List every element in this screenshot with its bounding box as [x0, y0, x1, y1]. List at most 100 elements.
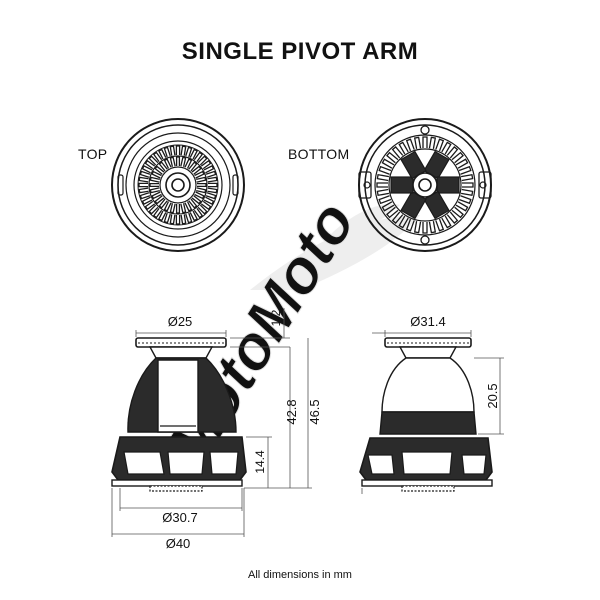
gear-tooth	[441, 141, 452, 155]
gear-tooth	[376, 188, 390, 197]
gear-tooth	[422, 222, 428, 234]
gear-tooth	[154, 165, 165, 175]
watermark-text: MotoMoto	[153, 190, 368, 478]
gear-tooth	[148, 155, 159, 166]
gear-tooth	[180, 203, 187, 214]
top-ring-3	[125, 132, 231, 238]
top-notch-right	[232, 174, 239, 196]
gear-tooth	[180, 156, 187, 167]
gear-tooth	[149, 182, 159, 188]
gear-tooth	[413, 136, 422, 150]
gear-tooth	[378, 165, 392, 175]
left-base-cutout-1	[123, 451, 165, 475]
gear-tooth	[149, 187, 160, 194]
gear-tooth	[460, 173, 474, 182]
gear-tooth	[158, 161, 168, 172]
right-side-view	[359, 337, 493, 492]
gear-tooth	[398, 141, 409, 155]
gear-tooth	[381, 201, 395, 212]
gear-tooth	[191, 195, 202, 205]
gear-tooth	[451, 206, 464, 219]
gear-tooth	[169, 145, 176, 156]
dim-base-height: 14.4	[253, 450, 267, 474]
gear-tooth	[422, 136, 428, 148]
gear-tooth	[455, 158, 469, 169]
bottom-screw-left	[363, 181, 371, 189]
gear-tooth	[460, 188, 474, 197]
top-ring-7	[159, 166, 197, 204]
gear-tooth	[378, 195, 392, 205]
dim-total-height-inner: 42.8	[284, 399, 299, 424]
top-outer-ring	[111, 118, 245, 252]
gear-tooth	[376, 173, 390, 182]
gear-tooth	[428, 220, 437, 234]
gear-tooth	[163, 201, 172, 212]
left-top-plate	[135, 337, 227, 348]
bottom-ring-2	[364, 124, 486, 246]
dim-top-diameter: Ø25	[168, 314, 193, 329]
gear-tooth	[381, 158, 395, 169]
gear-tooth	[184, 158, 193, 169]
gear-tooth	[154, 195, 165, 205]
gear-tooth	[163, 212, 171, 224]
gear-tooth	[386, 206, 399, 219]
gear-tooth	[386, 151, 399, 164]
gear-tooth	[175, 204, 181, 214]
gear-tooth	[152, 151, 163, 163]
right-dome-top	[381, 357, 475, 413]
bottom-screw-bottom	[420, 235, 430, 245]
bottom-gear	[376, 136, 474, 234]
dim-base-diameter: Ø40	[166, 536, 191, 551]
gear-tooth	[141, 196, 153, 206]
bottom-center-hole	[418, 178, 432, 192]
left-neck	[148, 346, 214, 359]
gear-tooth	[163, 158, 172, 169]
left-base-rim	[111, 479, 243, 487]
gear-tooth	[138, 182, 148, 188]
gear-tooth	[435, 138, 445, 152]
gear-tooth	[196, 187, 207, 194]
gear-tooth	[151, 191, 162, 200]
bottom-hub	[412, 172, 438, 198]
gear-tooth	[185, 146, 193, 158]
gear-tooth	[391, 146, 404, 159]
gear-tooth	[158, 198, 168, 209]
top-ring-6	[148, 155, 208, 215]
gear-tooth	[139, 192, 151, 200]
top-view	[111, 118, 245, 252]
bottom-side-slot-right	[478, 171, 492, 199]
gear-tooth	[207, 187, 218, 194]
bottom-view-label: BOTTOM	[288, 146, 350, 162]
gear-tooth	[148, 204, 159, 215]
top-view-label: TOP	[78, 146, 108, 162]
right-base-cutout-1	[367, 454, 395, 475]
gear-tooth	[180, 214, 187, 225]
gear-tooth	[458, 195, 472, 205]
gear-tooth	[196, 176, 207, 183]
gear-tooth	[144, 200, 156, 211]
right-neck	[398, 346, 458, 359]
gear-tooth	[197, 204, 208, 215]
top-center-hole	[171, 178, 185, 192]
right-base-cutout-3	[461, 454, 487, 475]
right-base-cutout-2	[401, 451, 453, 475]
gear-tooth	[157, 210, 167, 222]
gear-tooth	[435, 218, 445, 232]
gear-tooth	[163, 146, 171, 158]
gear-tooth	[207, 176, 218, 183]
gear-tooth	[169, 203, 176, 214]
gear-tooth	[197, 182, 207, 188]
gear-tooth	[446, 146, 459, 159]
gear-tooth	[194, 170, 205, 179]
bottom-screw-right	[479, 181, 487, 189]
gear-tooth	[175, 215, 181, 225]
right-base-rim	[361, 479, 493, 487]
gear-tooth	[157, 148, 167, 160]
top-gear-inner	[149, 156, 207, 214]
dim-base-inner-diameter: Ø30.7	[162, 510, 197, 525]
star-spoke	[436, 176, 460, 194]
gear-tooth	[144, 159, 156, 170]
gear-tooth	[169, 214, 176, 225]
left-base-cutout-3	[209, 451, 239, 475]
